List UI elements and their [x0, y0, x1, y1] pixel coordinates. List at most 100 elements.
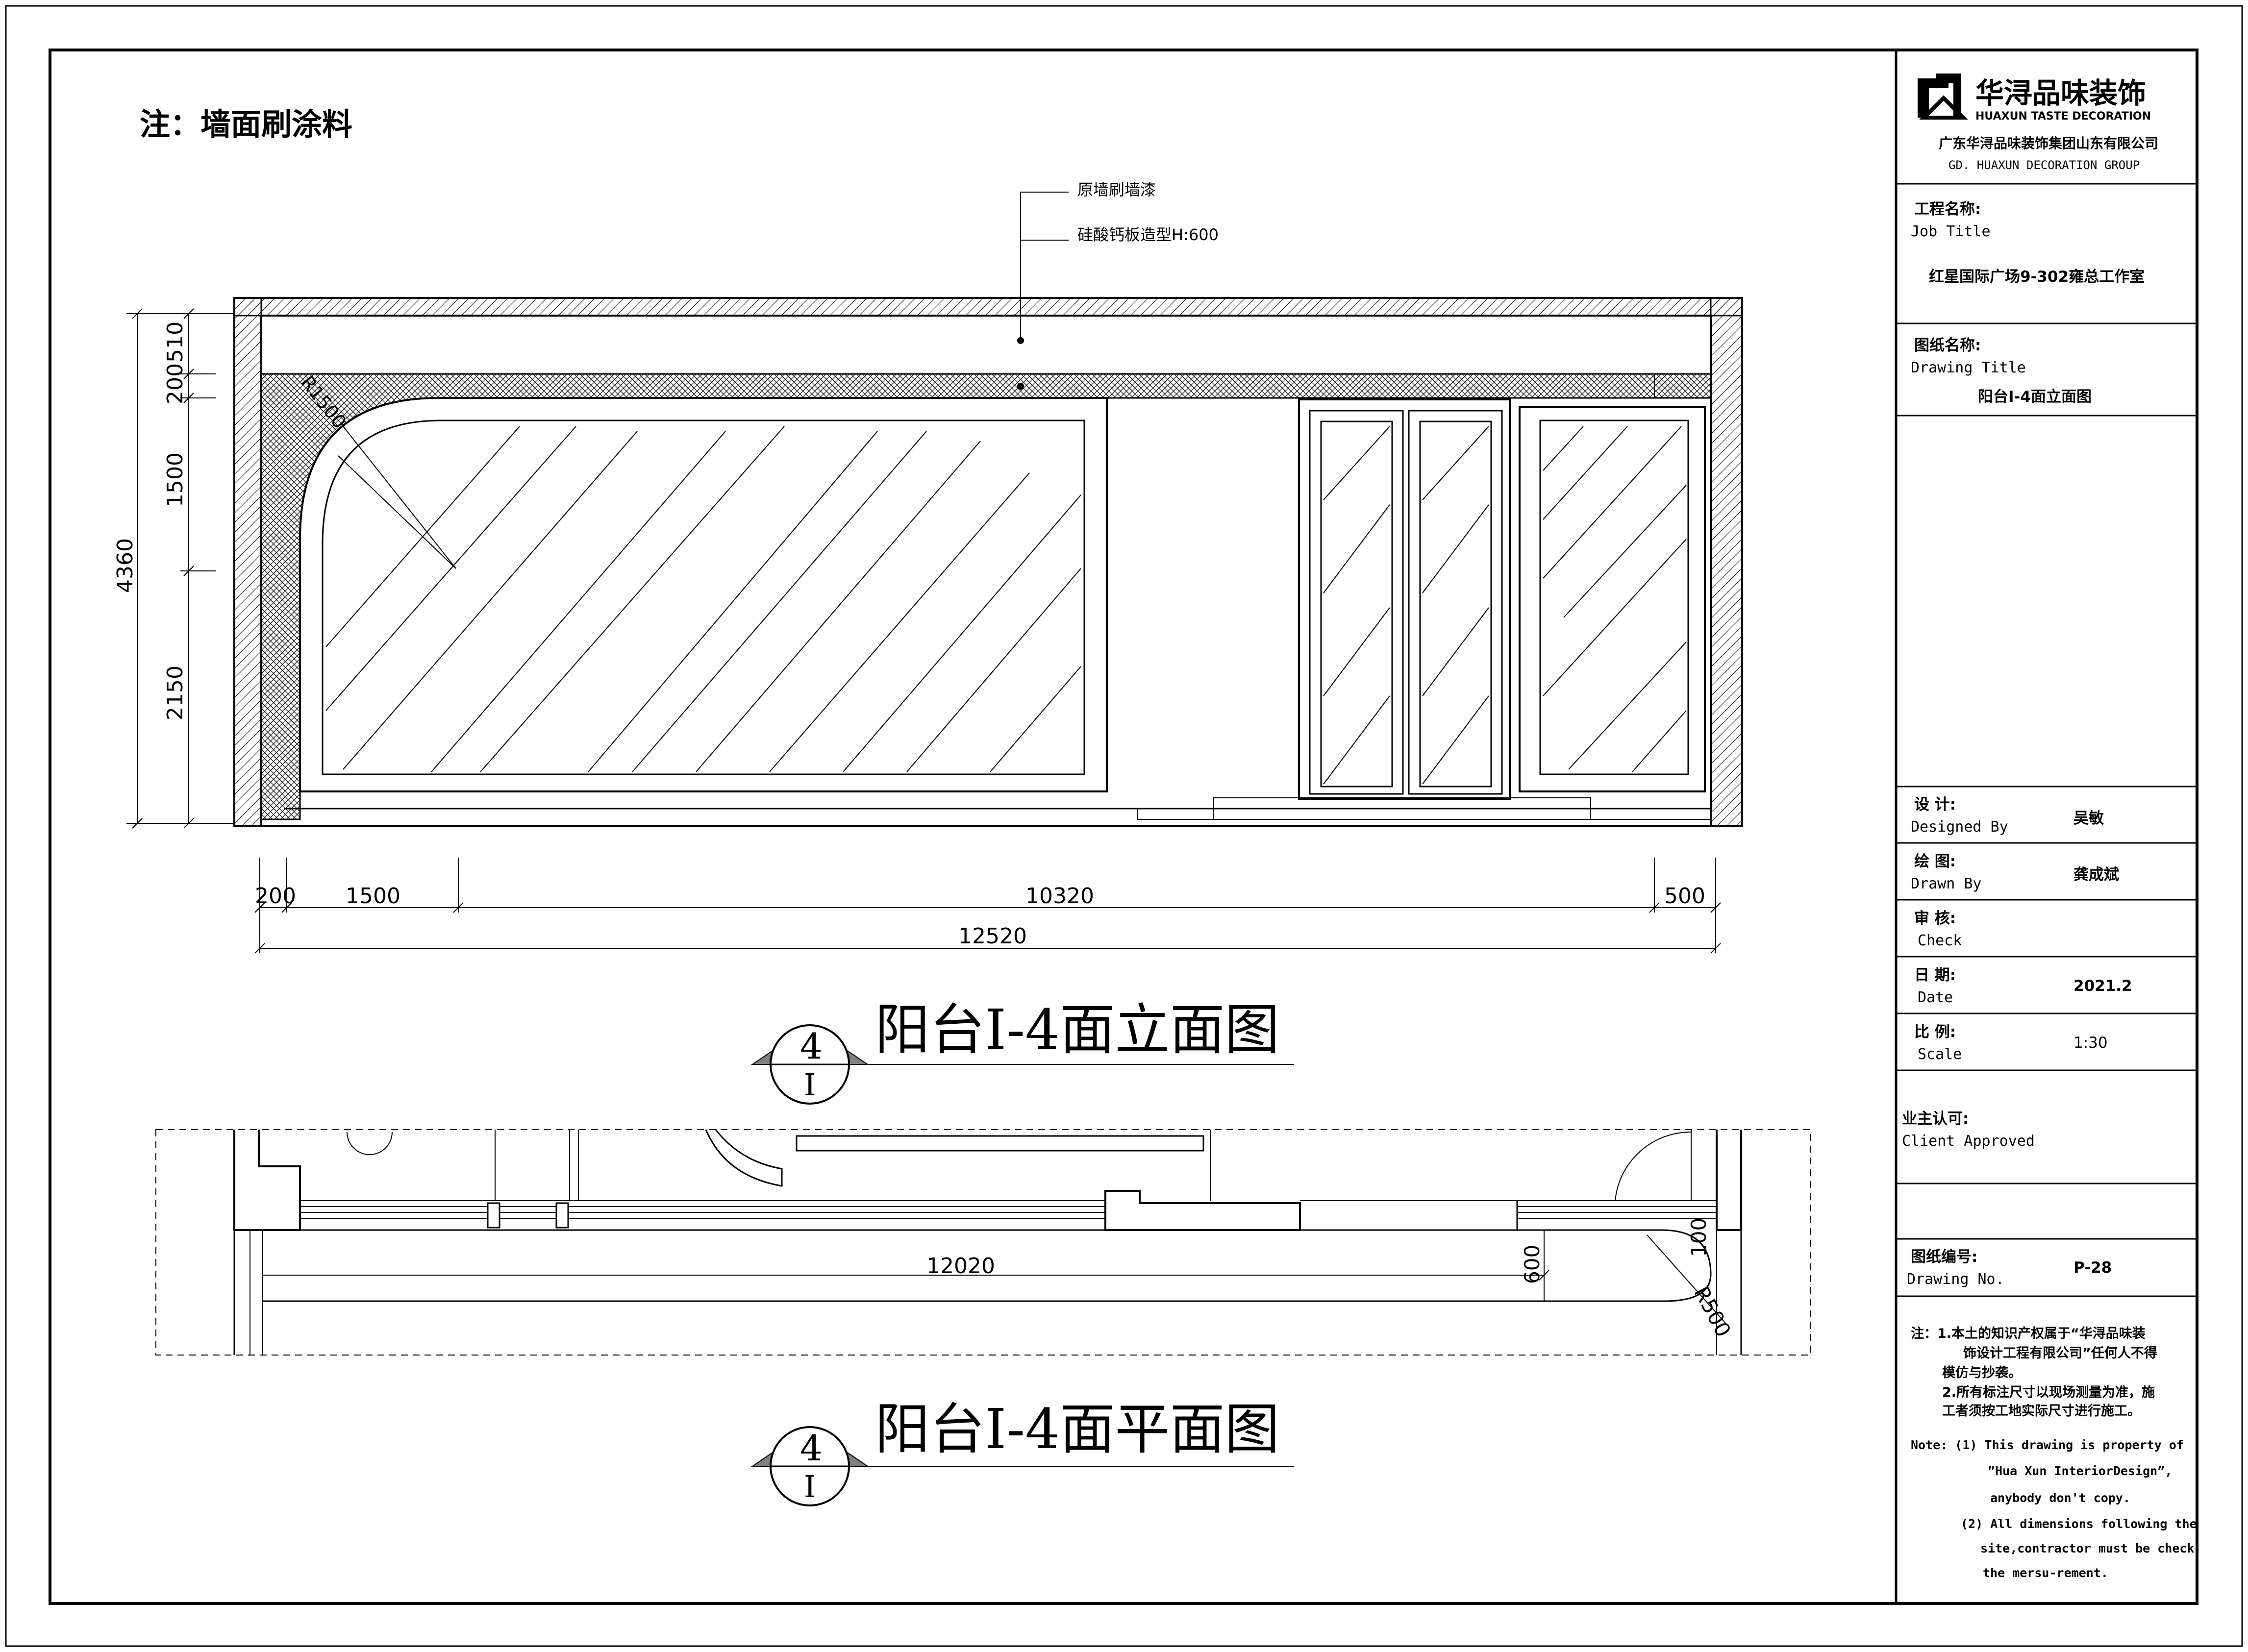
horizontal-dimensions [254, 858, 1721, 954]
drawing-no-en: Drawing No. [1907, 1271, 2004, 1288]
check-cn: 审 核: [1914, 910, 1956, 927]
scale-en: Scale [1918, 1046, 1962, 1063]
client-approved-cn: 业主认可: [1902, 1110, 1969, 1128]
notes-cn-1: 注：1.本土的知识产权属于“华浔品味装 [1911, 1326, 2146, 1341]
drawing-title-value: 阳台I-4面立面图 [1978, 388, 2092, 406]
arch-inner [299, 397, 439, 791]
plan-radius-label: R500 [1689, 1282, 1736, 1341]
drawing-title-en: Drawing Title [1911, 359, 2026, 376]
dim-510: 510 [163, 321, 188, 363]
door-reflection-lines [1323, 426, 1489, 785]
door-left-outer [1309, 410, 1404, 795]
wall-hatch-top [233, 297, 1743, 317]
plan-radius-leader [1647, 1234, 1726, 1324]
notes-en-5: site,contractor must be check [1980, 1541, 2195, 1555]
notes-cn-3: 模仿与抄袭。 [1942, 1365, 2022, 1381]
job-title-en: Job Title [1911, 223, 1991, 240]
notes-en-1: Note: (1) This drawing is property of [1911, 1438, 2184, 1452]
plan-window-lines [300, 1200, 1717, 1219]
client-approved-en: Client Approved [1902, 1133, 2035, 1150]
door-left-glass [1320, 420, 1393, 788]
side-window-frame [1519, 406, 1706, 792]
plan-title: 阳台I-4面平面图 [875, 1398, 1279, 1461]
company-name-cn: 广东华浔品味装饰集团山东有限公司 [1939, 135, 2158, 151]
designed-cn: 设 计: [1914, 796, 1956, 814]
plan-curve [705, 1129, 783, 1187]
plan-counter [796, 1135, 1204, 1152]
date-cn: 日 期: [1914, 966, 1956, 984]
plan-board-outline [262, 1229, 1712, 1302]
notes-en-4: (2) All dimensions following the [1961, 1517, 2197, 1531]
wall-hatch-left [233, 297, 262, 827]
dim-500: 500 [1664, 884, 1705, 909]
dim-2150: 2150 [163, 666, 188, 720]
plan-dim-600: 600 [1520, 1245, 1544, 1284]
title-block [1896, 74, 2197, 1297]
notes-en-6: the mersu-rement. [1983, 1566, 2108, 1580]
designed-en: Designed By [1911, 818, 2008, 836]
wall-note: 注：墙面刷涂料 [140, 106, 352, 142]
plan-post-1 [487, 1202, 500, 1229]
notes-cn-2: 饰设计工程有限公司”任何人不得 [1963, 1346, 2157, 1361]
job-title-value: 红星国际广场9-302雍总工作室 [1929, 268, 2145, 286]
vertical-dimensions [126, 308, 234, 829]
plan-extent [155, 1129, 1811, 1356]
notes-cn-5: 工者须按工地实际尺寸进行施工。 [1942, 1403, 2141, 1419]
door-frame [1298, 398, 1511, 800]
radius-leader [343, 426, 456, 569]
side-window-glass [1539, 419, 1689, 775]
plan-wall-left [233, 1130, 301, 1231]
dim-1500-v: 1500 [163, 452, 188, 507]
date-en: Date [1918, 989, 1953, 1006]
dim-12520: 12520 [958, 924, 1027, 949]
elevation-drawing: 原墙刷墙漆 硅酸钙板造型H:600 R1500 [233, 180, 1743, 827]
drawing-no-value: P-28 [2073, 1259, 2112, 1277]
dim-200-v: 200 [163, 363, 188, 404]
plan-pier [1104, 1190, 1301, 1231]
dim-10320: 10320 [1025, 884, 1094, 909]
logo-text-en: HUAXUN TASTE DECORATION [1975, 110, 2151, 123]
door-right-glass [1419, 420, 1492, 788]
plan-column-arc [347, 1132, 393, 1155]
plan-title-symbol [750, 1426, 1294, 1506]
plan-symbol-top: 4 [800, 1428, 823, 1469]
plan-drawing [155, 1129, 1811, 1356]
dim-4360: 4360 [113, 538, 138, 593]
plan-wall-right [1716, 1130, 1742, 1231]
side-window-reflection-lines [1543, 426, 1687, 772]
scale-value: 1:30 [2073, 1034, 2108, 1052]
notes-en-2: ”Hua Xun InteriorDesign”, [1988, 1464, 2172, 1478]
elevation-symbol-bottom: I [804, 1067, 816, 1103]
plan-post-2 [555, 1202, 569, 1229]
leader-dot-1 [1017, 337, 1024, 344]
date-value: 2021.2 [2073, 977, 2132, 995]
job-title-cn: 工程名称: [1914, 200, 1981, 218]
leader-dot-2 [1017, 383, 1024, 390]
dim-200-h: 200 [255, 884, 296, 909]
leader-lines [1020, 192, 1069, 339]
elevation-title: 阳台I-4面立面图 [875, 998, 1279, 1062]
drawn-en: Drawn By [1911, 875, 1982, 892]
inner-border [49, 49, 2198, 1605]
notes-en-3: anybody don't copy. [1990, 1491, 2130, 1505]
glass-reflection-lines [325, 426, 1081, 772]
scale-cn: 比 例: [1914, 1023, 1956, 1041]
logo-text-cn: 华浔品味装饰 [1975, 76, 2146, 110]
check-en: Check [1918, 932, 1962, 949]
drawn-value: 龚成斌 [2073, 866, 2119, 884]
wall-hatch-right [1710, 297, 1743, 827]
title-block-rules [1896, 183, 2197, 1297]
door-right-outer [1408, 410, 1503, 795]
outer-border [5, 5, 2243, 1647]
dim-1500-h: 1500 [346, 884, 400, 909]
big-window-frame [299, 397, 1108, 792]
notes-cn-4: 2.所有标注尺寸以现场测量为准，施 [1942, 1384, 2155, 1400]
plan-dim-100: 100 [1687, 1218, 1711, 1257]
plan-dim-12020: 12020 [926, 1254, 995, 1279]
company-name-en: GD. HUAXUN DECORATION GROUP [1948, 158, 2140, 172]
board-band [260, 373, 1712, 820]
leader-text-paint: 原墙刷墙漆 [1077, 180, 1156, 199]
plan-door-swing [1615, 1131, 1692, 1201]
designed-value: 吴敏 [2073, 810, 2104, 827]
